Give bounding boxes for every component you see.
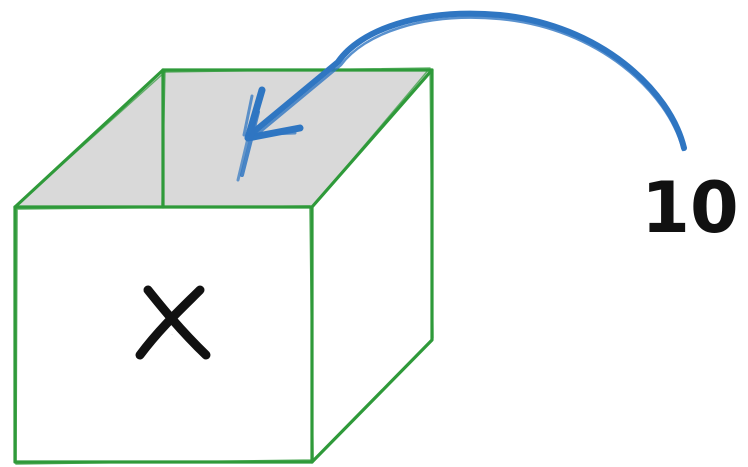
value-label: 10 — [641, 167, 738, 249]
box-front-face — [15, 207, 312, 462]
box-icon: x — [15, 68, 433, 464]
